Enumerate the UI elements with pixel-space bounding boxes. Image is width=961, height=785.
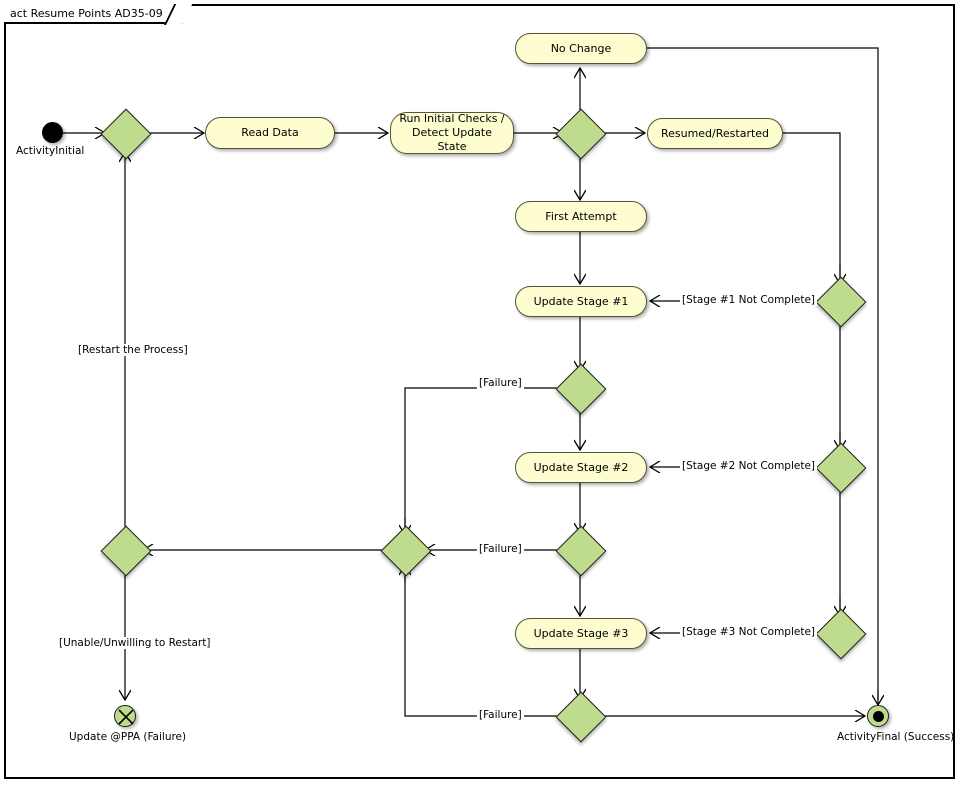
merge-node-restart[interactable] (100, 525, 152, 577)
decision-node-stage-1[interactable] (555, 363, 607, 415)
activity-update-stage-3-label: Update Stage #3 (533, 626, 629, 640)
activity-update-stage-1-label: Update Stage #1 (533, 294, 629, 308)
flow-final-node-failure[interactable] (114, 705, 136, 727)
activity-run-initial-checks-line1: Run Initial Checks / (399, 112, 505, 125)
activity-run-initial-checks[interactable]: Run Initial Checks / Detect Update State (390, 112, 514, 154)
decision-node-resume-2[interactable] (815, 442, 867, 494)
activity-no-change-label: No Change (550, 41, 612, 55)
activity-update-stage-1[interactable]: Update Stage #1 (515, 286, 647, 317)
initial-node[interactable] (42, 122, 63, 143)
merge-node-failure[interactable] (380, 525, 432, 577)
edge-label-failure-3: [Failure] (477, 709, 524, 721)
merge-node-start[interactable] (100, 108, 152, 160)
edge-label-failure-1: [Failure] (477, 377, 524, 389)
decision-node-resume-3[interactable] (815, 608, 867, 660)
activity-resumed-restarted-label: Resumed/Restarted (660, 126, 770, 140)
activity-update-stage-2[interactable]: Update Stage #2 (515, 452, 647, 483)
decision-node-update-state[interactable] (555, 108, 607, 160)
edge-label-unable-unwilling: [Unable/Unwilling to Restart] (57, 637, 213, 649)
activity-resumed-restarted[interactable]: Resumed/Restarted (647, 118, 783, 149)
activity-first-attempt[interactable]: First Attempt (515, 201, 647, 232)
activity-final-dot (872, 710, 884, 722)
edge-label-stage3-not-complete: [Stage #3 Not Complete] (680, 626, 818, 638)
activity-read-data-label: Read Data (241, 126, 299, 139)
decision-node-resume-1[interactable] (815, 276, 867, 328)
flow-final-node-failure-label: Update @PPA (Failure) (69, 731, 187, 743)
edge-label-failure-2: [Failure] (477, 543, 524, 555)
activity-first-attempt-label: First Attempt (545, 209, 617, 223)
edge-label-stage2-not-complete: [Stage #2 Not Complete] (680, 460, 818, 472)
edge-label-restart-process: [Restart the Process] (76, 344, 190, 356)
initial-node-label: ActivityInitial (16, 145, 85, 157)
decision-node-stage-3[interactable] (555, 691, 607, 743)
decision-node-stage-2[interactable] (555, 525, 607, 577)
activity-read-data[interactable]: Read Data (205, 117, 335, 149)
activity-update-stage-3[interactable]: Update Stage #3 (515, 618, 647, 649)
activity-run-initial-checks-line2: Detect Update State (411, 126, 492, 153)
activity-final-node[interactable] (867, 705, 889, 727)
edge-label-stage1-not-complete: [Stage #1 Not Complete] (680, 294, 818, 306)
activity-final-node-label: ActivityFinal (Success) (837, 731, 955, 743)
activity-no-change[interactable]: No Change (515, 33, 647, 64)
activity-update-stage-2-label: Update Stage #2 (533, 460, 629, 474)
diagram-frame-title: act Resume Points AD35-09 (4, 4, 183, 24)
cross-icon (118, 709, 134, 725)
